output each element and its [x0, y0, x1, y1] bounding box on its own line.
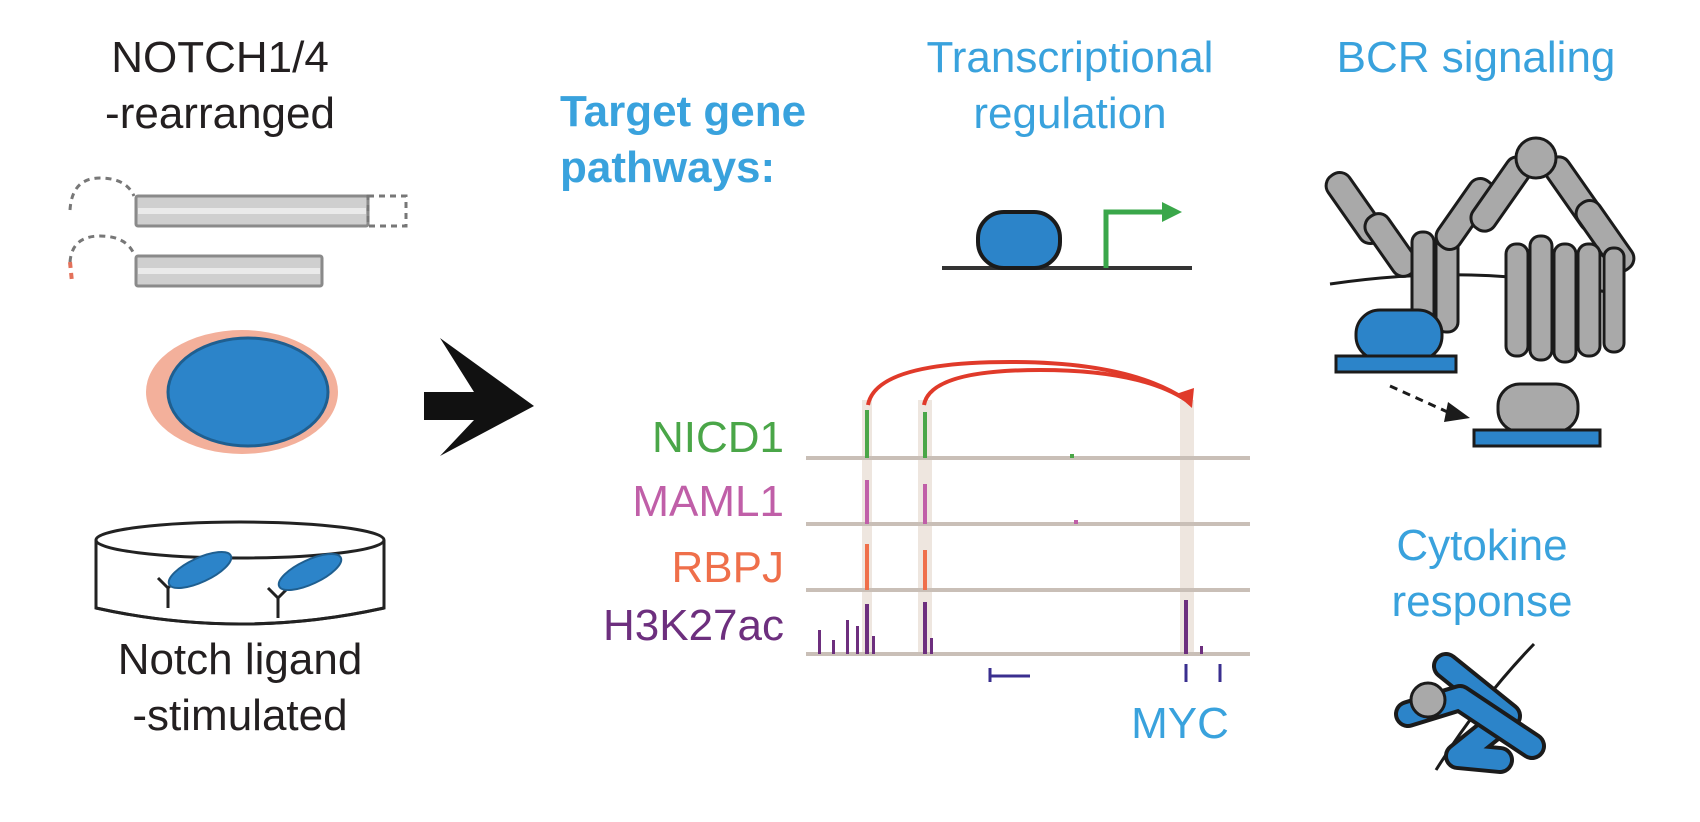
left-title-line1: NOTCH1/4: [111, 33, 329, 82]
gene-models: [988, 664, 1222, 682]
cytokine-line2: response: [1391, 577, 1572, 626]
left-title-line2: -rearranged: [105, 89, 335, 138]
genome-browser: [806, 359, 1250, 682]
left-bottom-line2: -stimulated: [132, 691, 347, 740]
transcription-line2: regulation: [973, 89, 1166, 138]
dashed-arrow-icon: [1389, 384, 1453, 416]
nicd1-peaks: [865, 410, 1074, 458]
bcr-receptor-icon: [1324, 136, 1636, 364]
cytokine-line1: Cytokine: [1396, 521, 1567, 570]
track-label-rbpj: RBPJ: [672, 543, 784, 592]
gene-label-myc: MYC: [1131, 699, 1229, 748]
transcription-icon: [942, 202, 1192, 270]
target-line2: pathways:: [560, 143, 775, 192]
target-line1: Target gene: [560, 87, 806, 136]
rearranged-gene-icon: [68, 176, 408, 288]
transcription-line1: Transcriptional: [927, 33, 1214, 82]
bcr-signaling-complex-icon: [1334, 308, 1602, 448]
track-label-nicd1: NICD1: [652, 413, 784, 462]
cytokine-receptor-icon: [1394, 642, 1546, 774]
track-label-h3k27ac: H3K27ac: [603, 601, 784, 650]
peak-highlight-1: [862, 400, 872, 656]
right-arrow-icon: [424, 338, 534, 456]
maml1-peaks: [865, 480, 1078, 524]
rbpj-peaks: [865, 544, 927, 590]
left-bottom-line1: Notch ligand: [118, 635, 363, 684]
cell-icon: [146, 330, 338, 454]
h3k27ac-peaks: [818, 600, 1203, 654]
culture-dish-icon: [94, 520, 386, 626]
track-label-maml1: MAML1: [632, 477, 784, 526]
loop-arc-2: [922, 367, 1188, 406]
bcr-label: BCR signaling: [1337, 33, 1616, 82]
